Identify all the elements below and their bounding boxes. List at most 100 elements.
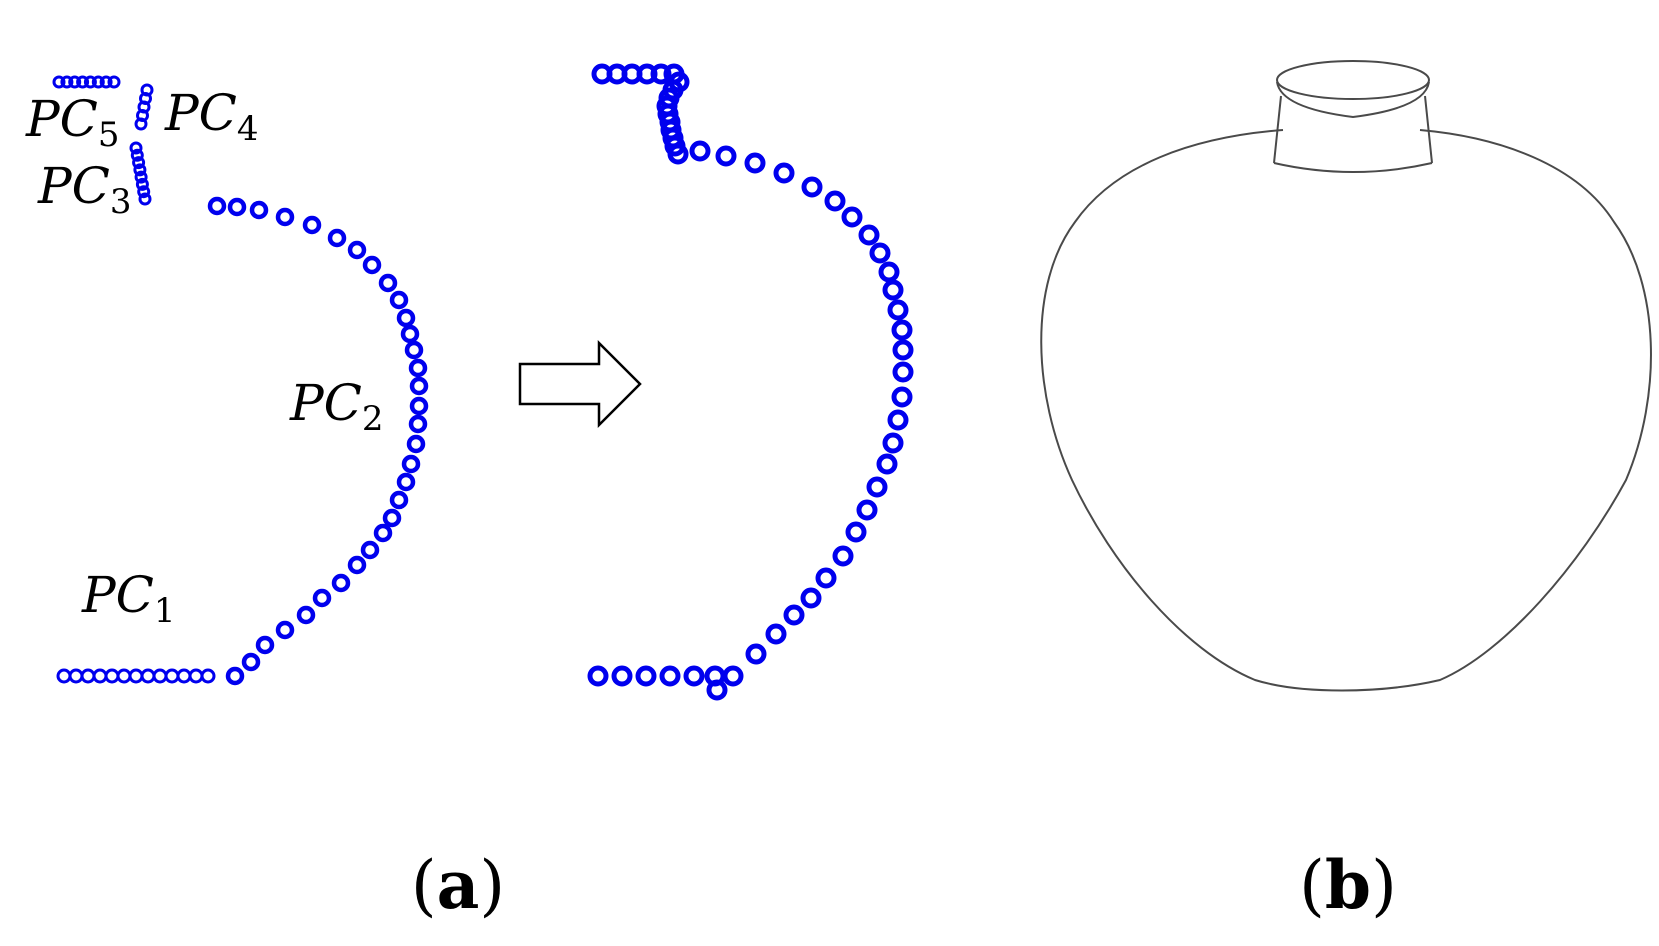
- merged-point: [683, 665, 705, 687]
- pc2-point: [327, 228, 347, 248]
- pc3-point: [134, 170, 148, 184]
- pc2-point: [389, 490, 409, 510]
- pc2-point: [400, 324, 420, 344]
- merged-point: [800, 587, 822, 609]
- pc2-point: [373, 523, 393, 543]
- pc2-point: [312, 588, 332, 608]
- merged-point: [689, 140, 711, 162]
- merged-point: [824, 190, 846, 212]
- pc2-point: [275, 620, 295, 640]
- merged-point: [866, 476, 888, 498]
- merged-point: [765, 623, 787, 645]
- pc5-point: [91, 75, 105, 89]
- pc4-point: [134, 117, 148, 131]
- pc2-point: [347, 240, 367, 260]
- merged-point: [887, 409, 909, 431]
- pc5-point: [107, 75, 121, 89]
- pc3-point: [133, 163, 147, 177]
- pc1-point: [104, 668, 120, 684]
- pc5-point: [99, 75, 113, 89]
- merged-point: [659, 665, 681, 687]
- merged-point: [858, 224, 880, 246]
- merged-point: [891, 319, 913, 341]
- merged-point: [892, 361, 914, 383]
- pc3-point: [129, 141, 143, 155]
- merged-point: [650, 63, 672, 85]
- merged-point: [856, 499, 878, 521]
- pc1-point: [164, 668, 180, 684]
- merged-point: [773, 162, 795, 184]
- panel-a-label: (a): [411, 846, 505, 924]
- pc2-point: [331, 573, 351, 593]
- merged-point: [635, 665, 657, 687]
- pc3-point: [132, 156, 146, 170]
- vessel-neck-right: [1424, 95, 1433, 164]
- pc2-point: [378, 273, 398, 293]
- pc2-point: [408, 358, 428, 378]
- pc3-point: [137, 185, 151, 199]
- pc1-point: [188, 668, 204, 684]
- pc2-point: [255, 635, 275, 655]
- merged-point: [841, 206, 863, 228]
- pc2-point: [249, 200, 269, 220]
- pc2-point: [408, 414, 428, 434]
- pc2-point: [275, 207, 295, 227]
- pc5-point: [68, 75, 82, 89]
- pc3-point: [130, 148, 144, 162]
- merged-point: [815, 567, 837, 589]
- vessel-outline: [1040, 60, 1652, 692]
- merged-point: [869, 242, 891, 264]
- merged-point: [882, 279, 904, 301]
- pc2-point: [360, 540, 380, 560]
- merged-point: [745, 643, 767, 665]
- pc3-point: [138, 192, 152, 206]
- pc2-point: [241, 652, 261, 672]
- pc5-point: [76, 75, 90, 89]
- pc3-point: [135, 177, 149, 191]
- pc2-point: [382, 508, 402, 528]
- merged-point: [704, 665, 726, 687]
- pc2-point: [396, 308, 416, 328]
- pc2-point: [362, 255, 382, 275]
- pc2-point: [302, 215, 322, 235]
- pc1-point: [200, 668, 216, 684]
- merged-point: [891, 386, 913, 408]
- pc2-label: PC2: [289, 374, 384, 439]
- merged-point: [876, 453, 898, 475]
- pc4-label: PC4: [164, 84, 259, 149]
- pc2-point: [409, 376, 429, 396]
- pc1-point: [116, 668, 132, 684]
- merged-point: [744, 152, 766, 174]
- merged-point: [845, 521, 867, 543]
- pc1-point: [140, 668, 156, 684]
- merged-point: [715, 145, 737, 167]
- pc2-point: [225, 666, 245, 686]
- segmented-point-cloud: [52, 75, 429, 686]
- merged-point: [783, 604, 805, 626]
- merged-point: [887, 299, 909, 321]
- vessel-body: [1040, 129, 1652, 692]
- pc1-label: PC1: [81, 566, 176, 631]
- pc2-point: [401, 454, 421, 474]
- vessel-neck-base: [1273, 162, 1433, 173]
- pc3-label: PC3: [37, 157, 132, 222]
- merged-point: [722, 665, 744, 687]
- vessel-rim-bottom: [1276, 81, 1430, 119]
- pc1-point: [56, 668, 72, 684]
- merged-point: [882, 432, 904, 454]
- pc2-point: [207, 196, 227, 216]
- merged-point: [878, 261, 900, 283]
- pc1-point: [128, 668, 144, 684]
- pc1-point: [68, 668, 84, 684]
- vessel-neck-left: [1273, 95, 1282, 164]
- merged-point: [611, 665, 633, 687]
- merged-point: [667, 143, 689, 165]
- pc2-point: [347, 555, 367, 575]
- pc5-point: [60, 75, 74, 89]
- pc5-label: PC5: [25, 90, 120, 155]
- pc5-point: [83, 75, 97, 89]
- merged-point: [892, 339, 914, 361]
- pc1-point: [80, 668, 96, 684]
- pc1-point: [152, 668, 168, 684]
- pc1-point: [176, 668, 192, 684]
